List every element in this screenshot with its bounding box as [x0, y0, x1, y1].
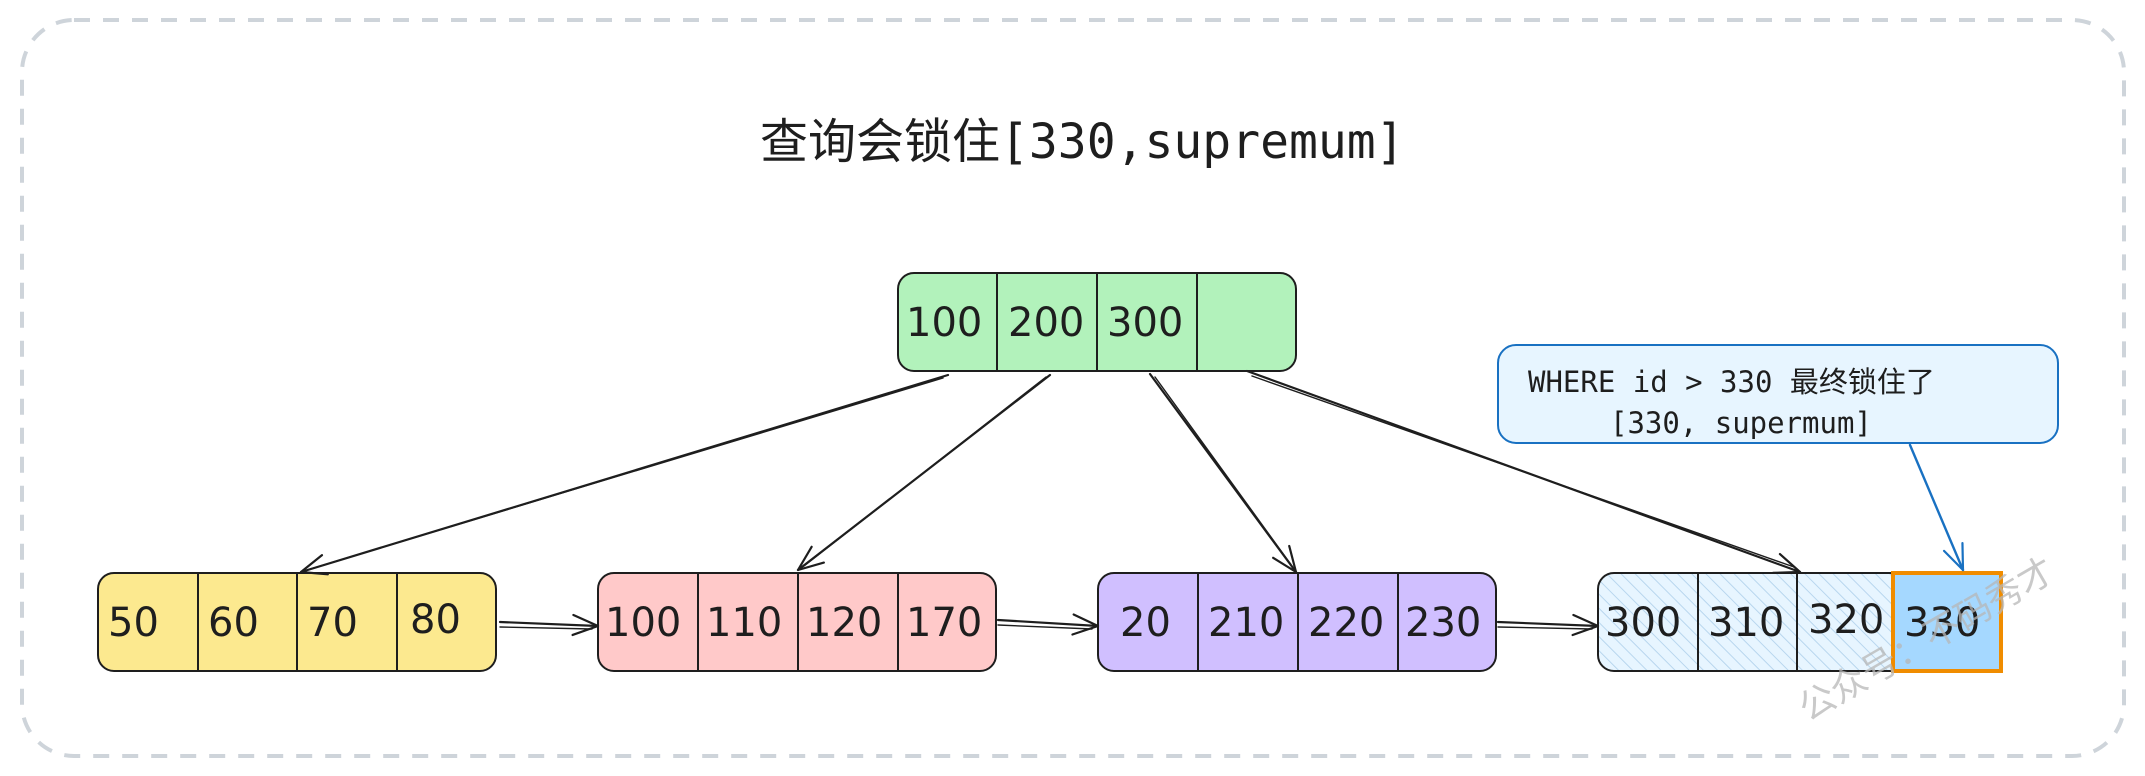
- arrow: [499, 626, 593, 630]
- leaf-key: 100: [605, 600, 681, 646]
- arrow: [1154, 376, 1293, 567]
- leaf-key: 60: [208, 600, 259, 646]
- arrow: [306, 377, 944, 571]
- diagram-title: 查询会锁住[330,supremum]: [760, 114, 1405, 170]
- arrow: [1496, 613, 1600, 637]
- root-key: 200: [1008, 300, 1084, 346]
- leaf-key: 220: [1308, 600, 1384, 646]
- locked-cell: [1891, 571, 2003, 673]
- child-pointer-arrows: [299, 369, 1802, 576]
- arrow: [803, 376, 1047, 567]
- callout-arrow: [1908, 443, 1965, 572]
- leaf-key: 120: [806, 600, 882, 646]
- leaf-key: 310: [1708, 600, 1784, 646]
- arrow: [1497, 626, 1593, 630]
- arrow: [997, 624, 1093, 630]
- arrow: [996, 613, 1100, 636]
- root-key: 100: [906, 300, 982, 346]
- sibling-pointer-arrows: [498, 613, 1600, 637]
- annotation-line-1: WHERE id > 330 最终锁住了: [1528, 365, 1935, 399]
- leaf-node: 50 60 70 80: [97, 572, 497, 672]
- arrow: [498, 613, 600, 637]
- arrow: [1251, 375, 1795, 568]
- leaf-key: 230: [1405, 600, 1481, 646]
- leaf-key: 110: [706, 600, 782, 646]
- root-key: 300: [1107, 300, 1183, 346]
- leaf-key: 20: [1120, 600, 1171, 646]
- leaf-key: 70: [307, 600, 358, 646]
- leaf-key: 170: [906, 600, 982, 646]
- leaf-node: 300 310 320 330: [1597, 571, 2003, 673]
- leaf-node: 20 210 220 230: [1097, 572, 1497, 672]
- annotation-callout: WHERE id > 330 最终锁住了 [330, supermum]: [1497, 344, 2059, 444]
- leaf-key: 320: [1808, 597, 1884, 643]
- outer-frame: [20, 18, 2126, 758]
- leaf-key: 300: [1605, 600, 1681, 646]
- annotation-line-2: [330, supermum]: [1610, 406, 1872, 440]
- root-node: 100 200 300: [897, 272, 1297, 372]
- leaf-key: 50: [108, 600, 159, 646]
- leaf-node: 100 110 120 170: [597, 572, 997, 672]
- leaf-key: 80: [410, 597, 461, 643]
- leaf-key: 330: [1904, 600, 1980, 646]
- leaf-key: 210: [1208, 600, 1284, 646]
